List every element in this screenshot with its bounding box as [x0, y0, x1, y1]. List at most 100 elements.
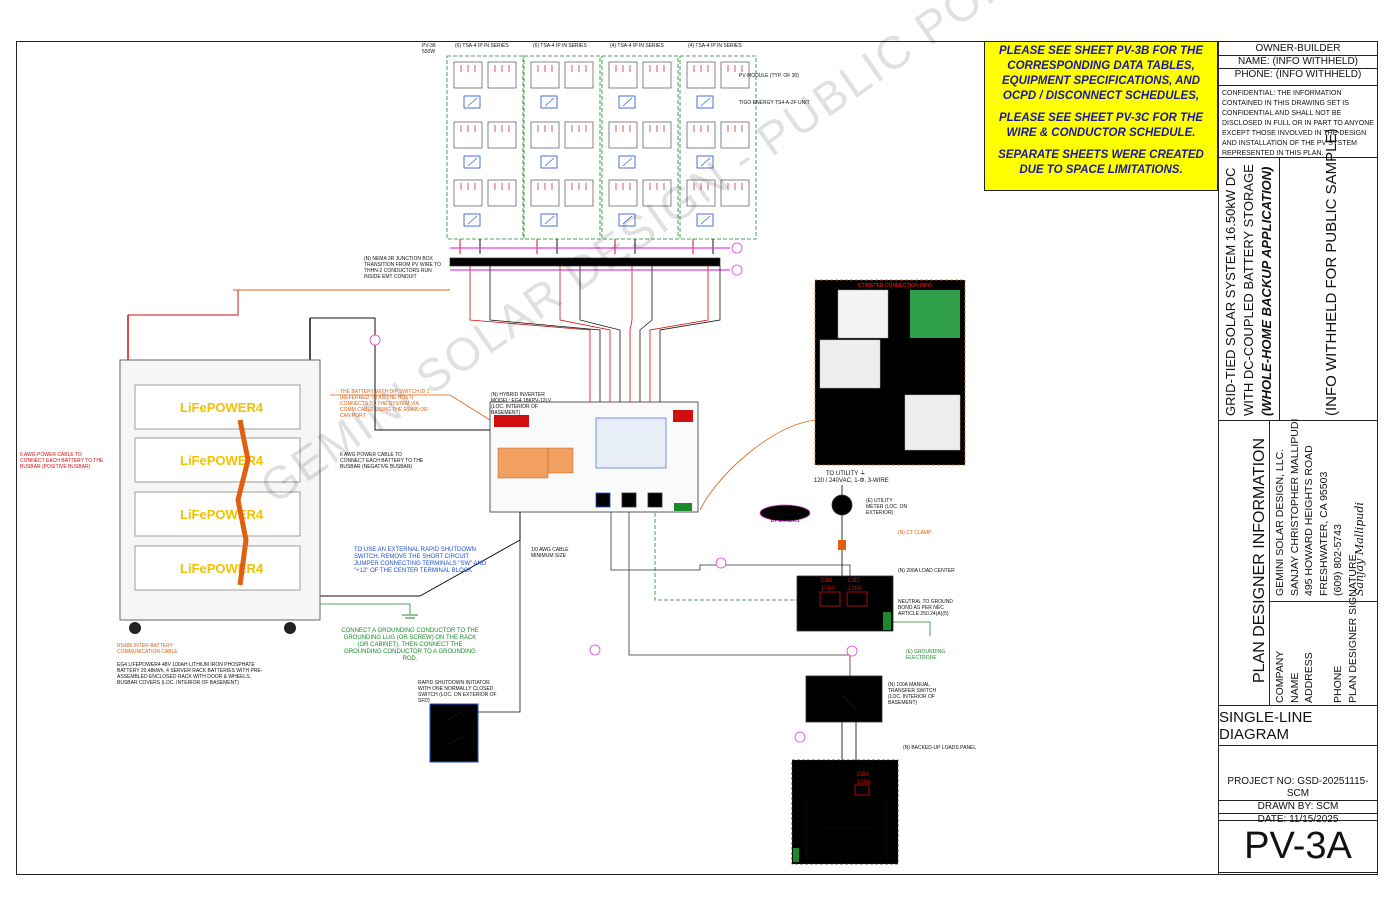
optimizer-mark	[622, 157, 633, 167]
optimizer-mark	[700, 215, 711, 225]
rs485-cable	[235, 419, 251, 586]
inverter-label: (N) HYBRID INVERTER MODEL: EG4 18KPV-12L…	[491, 392, 552, 416]
ct-clamp-label: (N) CT CLAMP	[898, 530, 932, 536]
transfer-contact	[841, 694, 857, 711]
optimizer	[463, 213, 481, 227]
pv-module	[608, 179, 638, 207]
ct-photo	[904, 394, 961, 451]
designer-row-value: FRESHWATER, CA 95503	[1317, 471, 1330, 596]
junction-box-note: (N) NEMA 3R JUNCTION BOX TRANSITION FROM…	[364, 256, 442, 280]
load-label: LOADS	[884, 820, 890, 838]
tigo-note: TIGO ENERGY TS4-A-2F UNIT	[739, 100, 810, 106]
optimizer-mark	[700, 157, 711, 167]
inverter-breaker	[621, 492, 637, 508]
pv-conductor	[649, 266, 709, 418]
string-enclosure	[523, 55, 601, 240]
string3-label: (4) TSA-4 IP IN SERIES	[610, 43, 664, 49]
battery-module	[134, 491, 301, 537]
designer-row-value: GEMINI SOLAR DESIGN, LLC.	[1274, 448, 1286, 596]
battery-negative	[310, 317, 500, 431]
owner-builder-block: OWNER-BUILDER NAME: (INFO WITHHELD) PHON…	[1219, 41, 1377, 86]
inverter-label-plate	[673, 410, 693, 422]
module-note: PV MODULE (TYP. OF 30)	[739, 73, 799, 79]
battery-brand: LiFePOWER4	[180, 561, 264, 576]
utility-meter-label: (E) UTILITY METER (LOC. ON EXTERIOR)	[866, 498, 908, 516]
pv-module	[642, 121, 672, 149]
ac-backup	[628, 507, 851, 677]
pv-module	[642, 61, 672, 89]
pv-module	[720, 179, 750, 207]
drawing-border	[16, 41, 1378, 875]
ground-conductor	[654, 507, 800, 601]
backup-panel-label: (N) BACKED-UP LOADS PANEL	[903, 745, 977, 751]
battery-brand: LiFePOWER4	[180, 507, 264, 522]
rack-wheel	[284, 622, 296, 634]
wire-tag	[589, 644, 601, 656]
rapid-shutdown-switch	[429, 703, 479, 763]
pv-conductor	[579, 266, 621, 418]
wire-tag	[369, 334, 381, 346]
battery-module	[134, 384, 301, 430]
project-line-3: (WHOLE-HOME BACKUP APPLICATION)	[1259, 166, 1274, 416]
comm-cable	[330, 394, 491, 421]
owner-title: OWNER-BUILDER	[1219, 43, 1377, 56]
string-enclosure	[601, 55, 679, 240]
load-label: LOADS	[804, 840, 810, 858]
sheet-title: SINGLE-LINE DIAGRAM	[1219, 706, 1377, 746]
pv-conductor	[489, 266, 601, 418]
optimizer	[696, 95, 714, 109]
optimizer-mark	[544, 215, 555, 225]
project-description: GRID-TIED SOLAR SYSTEM 16.50kW DC WITH D…	[1219, 128, 1377, 421]
optimizer-mark	[467, 97, 478, 107]
string-enclosure	[446, 55, 524, 240]
pv-conductor	[559, 266, 611, 418]
inverter-terminal-block	[674, 503, 692, 511]
inverter-breaker	[647, 492, 663, 508]
pv-module	[608, 121, 638, 149]
designer-row-label: ADDRESS	[1303, 652, 1315, 703]
optimizer-mark	[622, 97, 633, 107]
ct-board-photo	[910, 290, 960, 338]
optimizer	[540, 213, 558, 227]
project-address: (INFO WITHHELD FOR PUBLIC SAMPLE)	[1323, 128, 1340, 416]
optimizer	[696, 155, 714, 169]
pv-module	[453, 121, 483, 149]
designer-row-label: COMPANY	[1274, 650, 1286, 703]
pv-module	[530, 121, 560, 149]
ct-clamp	[838, 540, 846, 550]
breaker-cb2	[846, 591, 868, 607]
optimizer	[540, 155, 558, 169]
to-utility-label: TO UTILITY ⏚	[826, 471, 866, 477]
manual-transfer-switch	[805, 675, 883, 723]
string4-label: (4) TSA-4 IP IN SERIES	[688, 43, 742, 49]
battery-dip-note: THE BATTERY WITH DIP SWITCH ID 1 (REFERR…	[340, 389, 430, 419]
pv-module	[720, 61, 750, 89]
optimizer	[463, 155, 481, 169]
utility-meter	[831, 494, 853, 516]
inverter-board	[547, 447, 574, 474]
pv-module	[720, 121, 750, 149]
optimizer-mark	[622, 215, 633, 225]
pv-module	[642, 179, 672, 207]
title-block: OWNER-BUILDER NAME: (INFO WITHHELD) PHON…	[1218, 41, 1378, 875]
ground-electrode-wire	[893, 621, 931, 636]
ct-lead	[699, 419, 821, 511]
pv-module	[487, 121, 517, 149]
pv-module	[530, 61, 560, 89]
optimizer	[463, 95, 481, 109]
neutral-bond-label: NEUTRAL TO GROUND BOND AS PER NEC ARTICL…	[898, 599, 953, 617]
junction-box	[449, 257, 721, 267]
ac-output	[610, 507, 851, 576]
pv-module	[453, 61, 483, 89]
battery-module	[134, 437, 301, 483]
load-center	[796, 575, 894, 632]
pv-module	[453, 179, 483, 207]
negative-cable-note: 6 AWG POWER CABLE TO CONNECT EACH BATTER…	[340, 452, 424, 470]
ground-electrode-label: (E) GROUNDING ELECTRODE	[906, 649, 946, 661]
ground-bar	[883, 612, 891, 630]
positive-cable-note: 6 AWG POWER CABLE TO CONNECT EACH BATTER…	[20, 452, 104, 470]
feeders-label: (E) 200A FEEDERS DONE BY OTHERS	[765, 506, 805, 524]
pv-module	[686, 121, 716, 149]
optimizer	[618, 155, 636, 169]
